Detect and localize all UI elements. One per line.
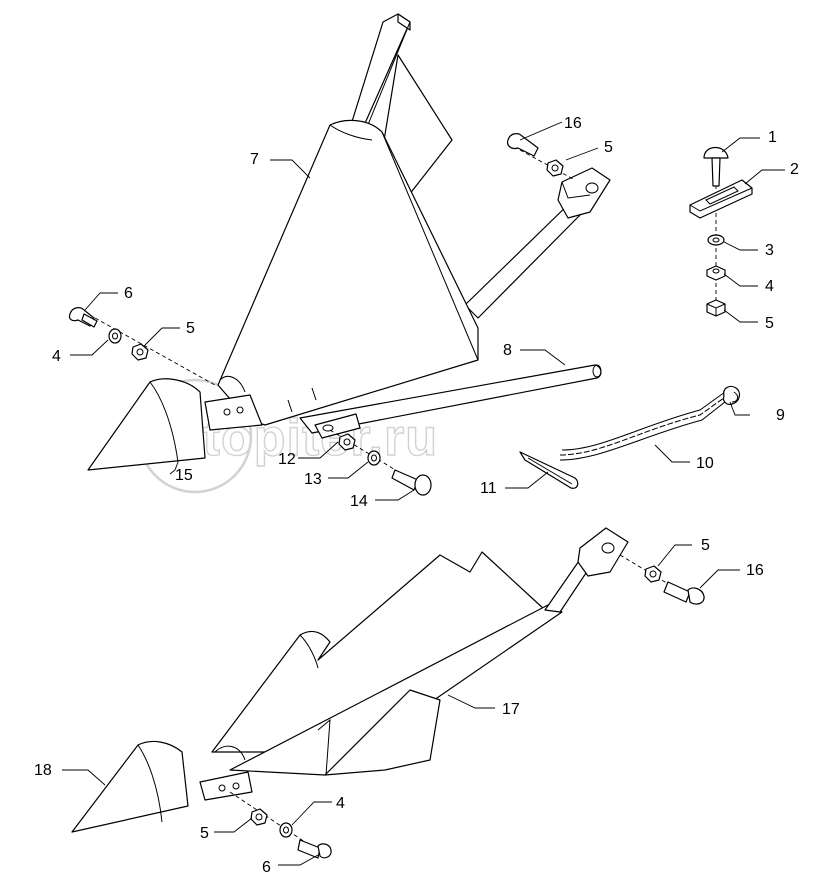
upper-assembly xyxy=(68,13,753,496)
label-7: 7 xyxy=(250,151,259,168)
lower-left-fasteners xyxy=(229,791,332,859)
upper-right-fasteners xyxy=(507,133,576,181)
label-16-lower: 16 xyxy=(746,562,764,579)
clip-assembly xyxy=(689,146,753,317)
label-8: 8 xyxy=(503,342,512,359)
label-1: 1 xyxy=(768,129,777,146)
part-8-rod xyxy=(299,364,602,434)
label-18: 18 xyxy=(34,762,52,779)
label-17: 17 xyxy=(502,701,520,718)
part-11-pin xyxy=(519,451,579,489)
part-15-point xyxy=(87,378,206,471)
label-5-lower-right: 5 xyxy=(701,537,710,554)
label-4-lower: 4 xyxy=(336,795,345,812)
label-16-upper: 16 xyxy=(564,115,582,132)
lower-right-fasteners xyxy=(619,554,705,605)
label-9: 9 xyxy=(776,407,785,424)
part-7-divider xyxy=(204,119,479,439)
lower-divider-fasteners xyxy=(329,429,432,496)
part-18-point xyxy=(71,740,189,833)
upper-arm xyxy=(464,167,611,319)
part-9-hook xyxy=(722,385,741,405)
label-6-upper: 6 xyxy=(124,285,133,302)
callout-labels: 7 16 5 1 2 3 4 5 6 5 4 8 9 10 11 12 13 1… xyxy=(34,115,799,876)
part-10-chain xyxy=(559,391,731,461)
label-4-right: 4 xyxy=(765,278,774,295)
label-4-upper-left: 4 xyxy=(52,348,61,365)
part-17-divider xyxy=(199,527,629,801)
upper-left-fasteners xyxy=(68,307,216,386)
label-6-lower: 6 xyxy=(262,859,271,876)
label-2: 2 xyxy=(790,161,799,178)
label-5-upper-right: 5 xyxy=(604,139,613,156)
lower-assembly xyxy=(71,527,705,859)
label-10: 10 xyxy=(696,455,714,472)
label-5-lower-left: 5 xyxy=(200,825,209,842)
label-5-right: 5 xyxy=(765,315,774,332)
label-12: 12 xyxy=(278,451,296,468)
label-14: 14 xyxy=(350,493,368,510)
label-5-upper-left: 5 xyxy=(186,320,195,337)
leader-lines xyxy=(62,121,785,866)
label-13: 13 xyxy=(304,471,322,488)
label-15: 15 xyxy=(175,467,193,484)
label-11: 11 xyxy=(480,480,497,497)
label-3: 3 xyxy=(765,242,774,259)
